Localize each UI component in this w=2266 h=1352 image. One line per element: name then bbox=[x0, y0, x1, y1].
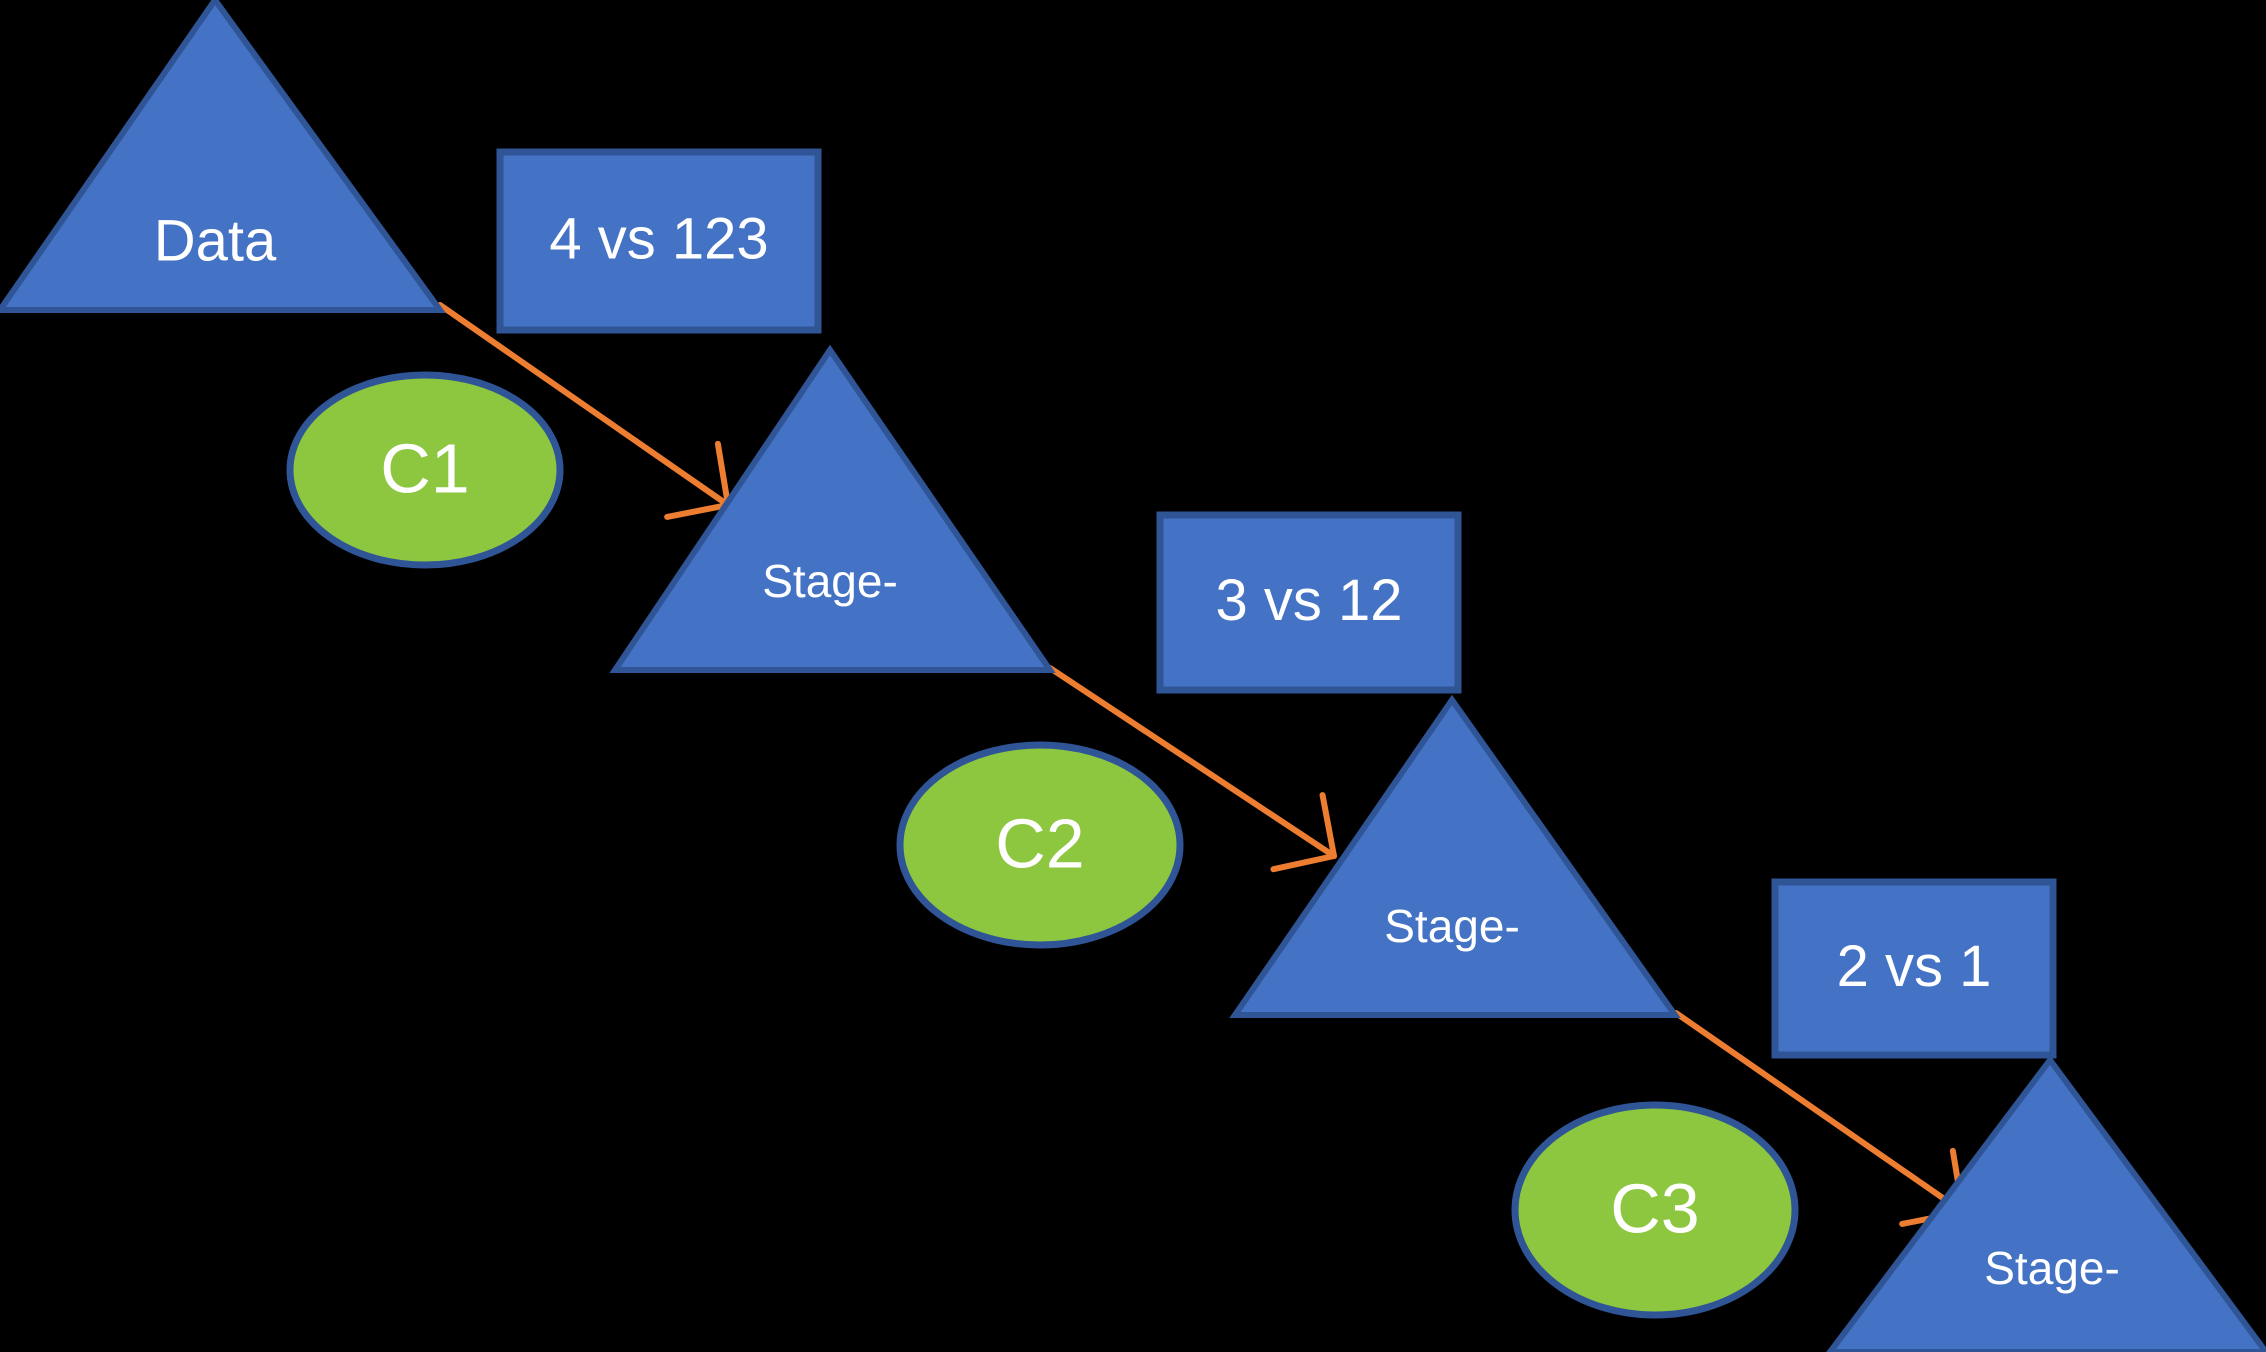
ellipse-shape bbox=[286, 371, 564, 569]
arrow-line bbox=[437, 302, 731, 508]
box-shape bbox=[496, 148, 822, 334]
arrow-group bbox=[437, 302, 1966, 1227]
box-2-vs-1[interactable]: 2 vs 1 bbox=[1771, 878, 2057, 1059]
box-shape bbox=[1156, 511, 1462, 694]
arrowhead-barb bbox=[1270, 853, 1337, 873]
ellipse-shape bbox=[896, 741, 1184, 949]
ellipse-shape bbox=[1511, 1101, 1799, 1319]
arrowhead-barb bbox=[714, 440, 731, 508]
arrow-stage1-to-stage2[interactable] bbox=[1047, 665, 1337, 873]
box-4-vs-123[interactable]: 4 vs 123 bbox=[496, 148, 822, 334]
ellipse-c3[interactable]: C3 bbox=[1511, 1101, 1799, 1319]
triangle-stage-1[interactable]: Stage- bbox=[609, 344, 1056, 673]
triangle-shape bbox=[1229, 694, 1681, 1018]
arrowhead-barb bbox=[664, 502, 731, 520]
arrow-line bbox=[1047, 665, 1337, 859]
box-shape bbox=[1771, 878, 2057, 1059]
ellipse-c2[interactable]: C2 bbox=[896, 741, 1184, 949]
arrow-line bbox=[1673, 1010, 1966, 1215]
triangle-shape bbox=[0, 0, 446, 313]
arrowhead-barb bbox=[1319, 792, 1337, 859]
triangle-shape bbox=[1826, 1054, 2266, 1352]
triangle-stage-2[interactable]: Stage- bbox=[1229, 694, 1681, 1018]
triangle-stage-3[interactable]: Stage- bbox=[1826, 1054, 2266, 1352]
arrow-data-to-stage1[interactable] bbox=[437, 302, 731, 520]
triangle-shape bbox=[609, 344, 1056, 673]
ellipse-c1[interactable]: C1 bbox=[286, 371, 564, 569]
box-3-vs-12[interactable]: 3 vs 12 bbox=[1156, 511, 1462, 694]
triangle-data[interactable]: Data bbox=[0, 0, 446, 313]
